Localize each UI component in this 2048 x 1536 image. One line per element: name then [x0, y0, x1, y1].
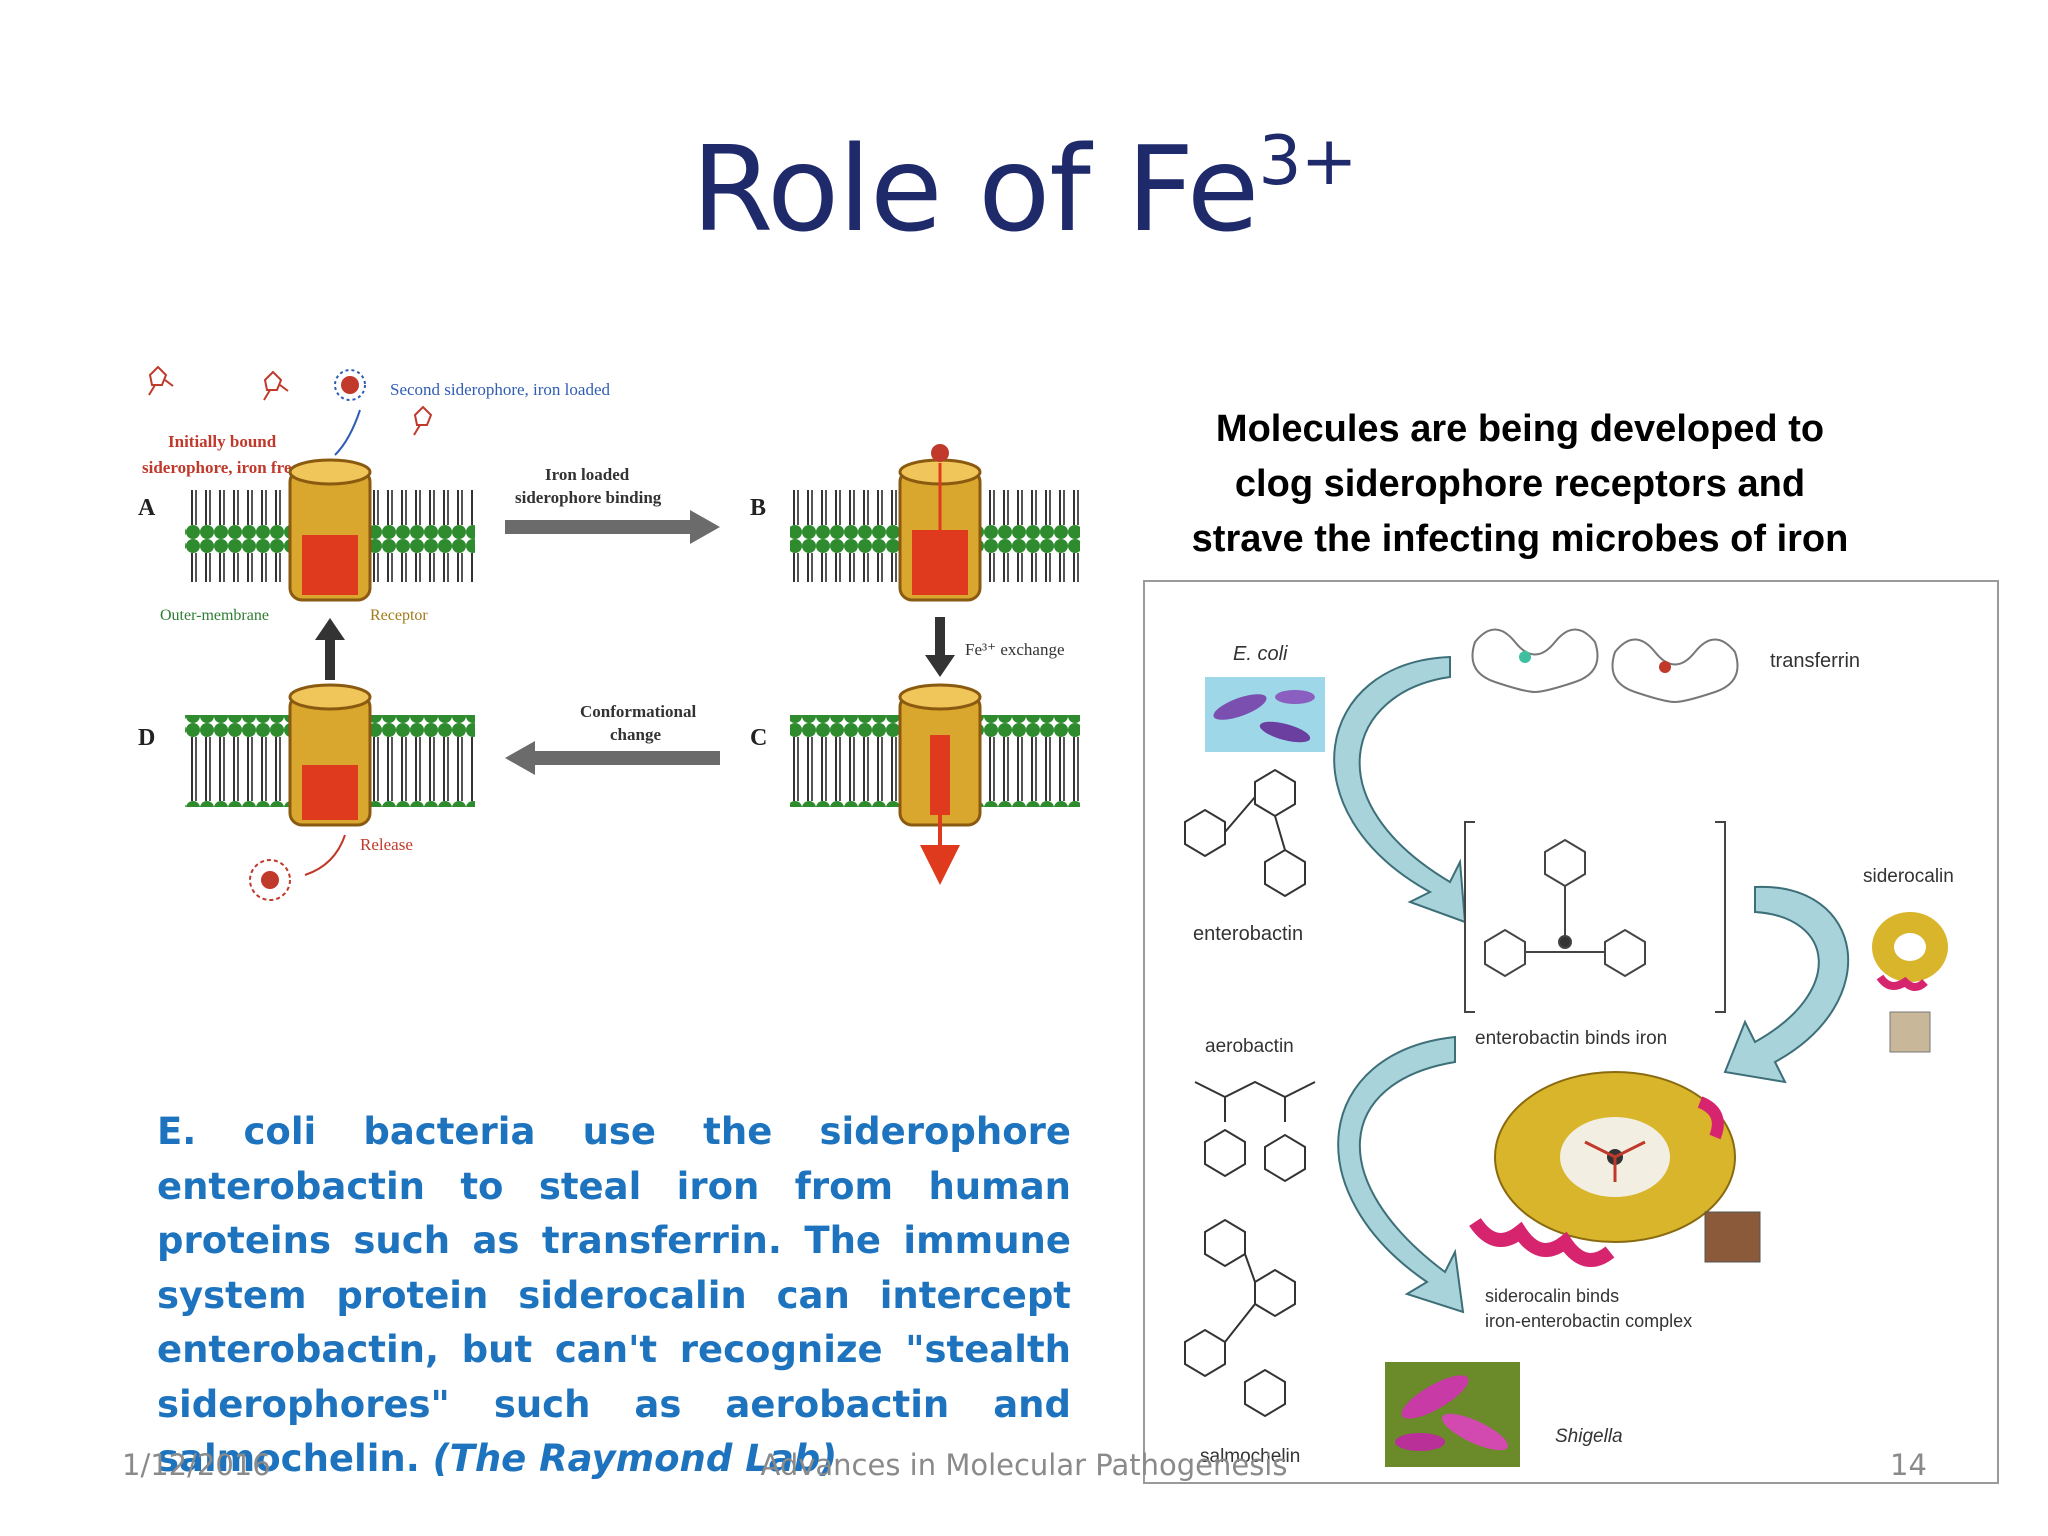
- panel-label-d: D: [138, 725, 155, 751]
- body-paragraph: E. coli bacteria use the siderophore ent…: [157, 1105, 1071, 1487]
- salmochelin-structure: [1184, 1218, 1296, 1418]
- heading-line-3: strave the infecting microbes of iron: [1191, 518, 1849, 560]
- siderophore-cycle-figure: Second siderophore, iron loaded Initiall…: [138, 365, 1080, 901]
- arrow-a-to-b-icon: [505, 510, 720, 544]
- initially-bound-label-2: siderophore, iron free: [142, 458, 299, 477]
- shigella-label: Shigella: [1555, 1426, 1623, 1447]
- iron-siderophore-icon: [334, 369, 366, 401]
- released-siderophore-icon: [249, 859, 291, 901]
- enterobactin-iron-complex: [1464, 821, 1726, 1013]
- siderocalin-figure: E. coli transferrin enterobactin: [1143, 580, 1999, 1484]
- panel-label-c: C: [750, 725, 767, 751]
- title-base: Role of Fe: [691, 120, 1259, 258]
- ecoli-micrograph: [1205, 677, 1325, 752]
- citation: (The Raymond Lab): [432, 1437, 838, 1480]
- aerobactin-label: aerobactin: [1205, 1036, 1294, 1057]
- second-siderophore-label: Second siderophore, iron loaded: [390, 380, 610, 399]
- panel-label-b: B: [750, 495, 766, 521]
- siderophore-molecule-icon: [148, 365, 433, 436]
- transferrin-structure: [1471, 628, 1739, 704]
- receptor-c: [898, 683, 982, 885]
- footer-page-number: 14: [1890, 1448, 1927, 1482]
- fe-exchange-label: Fe³⁺ exchange: [965, 640, 1065, 659]
- panel-label-a: A: [138, 495, 156, 521]
- siderocalin-complex-structure: [1469, 1071, 1761, 1267]
- arrow-b-to-c-icon: [925, 617, 955, 677]
- conformational-label-1: Conformational: [580, 702, 696, 721]
- curved-arrow-2-icon: [1723, 885, 1850, 1084]
- ecoli-label: E. coli: [1233, 643, 1288, 665]
- curved-arrow-1-icon: [1333, 655, 1467, 924]
- siderocalin-binds-label-2: iron-enterobactin complex: [1485, 1311, 1692, 1331]
- curved-arrow-3-icon: [1337, 1035, 1465, 1314]
- conformational-label-2: change: [610, 725, 661, 744]
- enterobactin-label: enterobactin: [1193, 923, 1303, 945]
- footer-title: Advances in Molecular Pathogenesis: [760, 1448, 1288, 1482]
- title-superscript: 3+: [1258, 121, 1357, 201]
- footer-date: 1/12/2016: [122, 1448, 271, 1482]
- arrow-d-to-a-icon: [315, 618, 345, 680]
- salmochelin-label: salmochelin: [1200, 1446, 1300, 1467]
- siderocalin-small-structure: [1872, 912, 1948, 1053]
- receptor-label: Receptor: [370, 607, 428, 624]
- right-figure-heading: Molecules are being developed to clog si…: [1160, 402, 1880, 567]
- heading-line-2: clog siderophore receptors and: [1234, 463, 1806, 505]
- receptor-b: [898, 444, 982, 602]
- iron-loaded-label-2: siderophore binding: [515, 488, 662, 507]
- receptor-d: [288, 683, 372, 827]
- enterobactin-binds-label: enterobactin binds iron: [1475, 1028, 1667, 1049]
- receptor-a: [288, 458, 372, 602]
- release-label: Release: [360, 835, 413, 854]
- transferrin-label: transferrin: [1770, 650, 1860, 672]
- body-text: E. coli bacteria use the siderophore ent…: [157, 1110, 1071, 1480]
- iron-loaded-label-1: Iron loaded: [545, 465, 630, 484]
- aerobactin-structure: [1194, 1080, 1316, 1183]
- outer-membrane-label: Outer-membrane: [160, 607, 269, 624]
- slide-title: Role of Fe3+: [0, 120, 2048, 258]
- enterobactin-structure: [1184, 768, 1306, 898]
- shigella-micrograph: [1385, 1362, 1520, 1467]
- siderocalin-label: siderocalin: [1863, 866, 1954, 887]
- bind-arrow-icon: [334, 409, 361, 456]
- arrow-c-to-d-icon: [505, 741, 720, 775]
- siderocalin-figure-svg: E. coli transferrin enterobactin: [1184, 628, 1954, 1467]
- heading-line-1: Molecules are being developed to: [1215, 408, 1825, 450]
- initially-bound-label-1: Initially bound: [168, 432, 277, 451]
- siderocalin-binds-label-1: siderocalin binds: [1485, 1286, 1619, 1306]
- release-arrow-icon: [304, 834, 346, 876]
